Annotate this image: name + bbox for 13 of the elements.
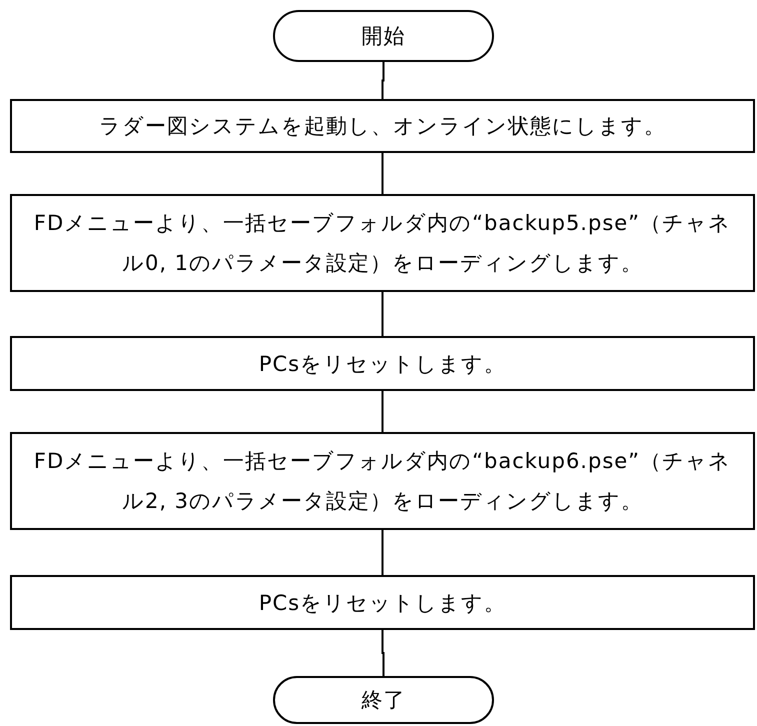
terminal-box: 開始: [273, 10, 494, 62]
connector-line: [382, 630, 384, 676]
terminal-box: 終了: [273, 676, 494, 724]
connector-line: [382, 292, 384, 336]
connector-line: [382, 391, 384, 432]
connector-line: [382, 153, 384, 194]
process-box: FDメニューより、一括セーブフォルダ内の“backup6.pse”（チャネル2, 3のパラメータ設定）をローディングします。: [10, 432, 755, 530]
process-box: FDメニューより、一括セーブフォルダ内の“backup5.pse”（チャネル0, 1のパラメータ設定）をローディングします。: [10, 194, 755, 292]
process-box: PCsをリセットします。: [10, 575, 755, 630]
process-box: PCsをリセットします。: [10, 336, 755, 391]
connector-line: [382, 530, 384, 575]
process-box: ラダー図システムを起動し、オンライン状態にします。: [10, 99, 755, 153]
connector-line: [382, 62, 384, 99]
